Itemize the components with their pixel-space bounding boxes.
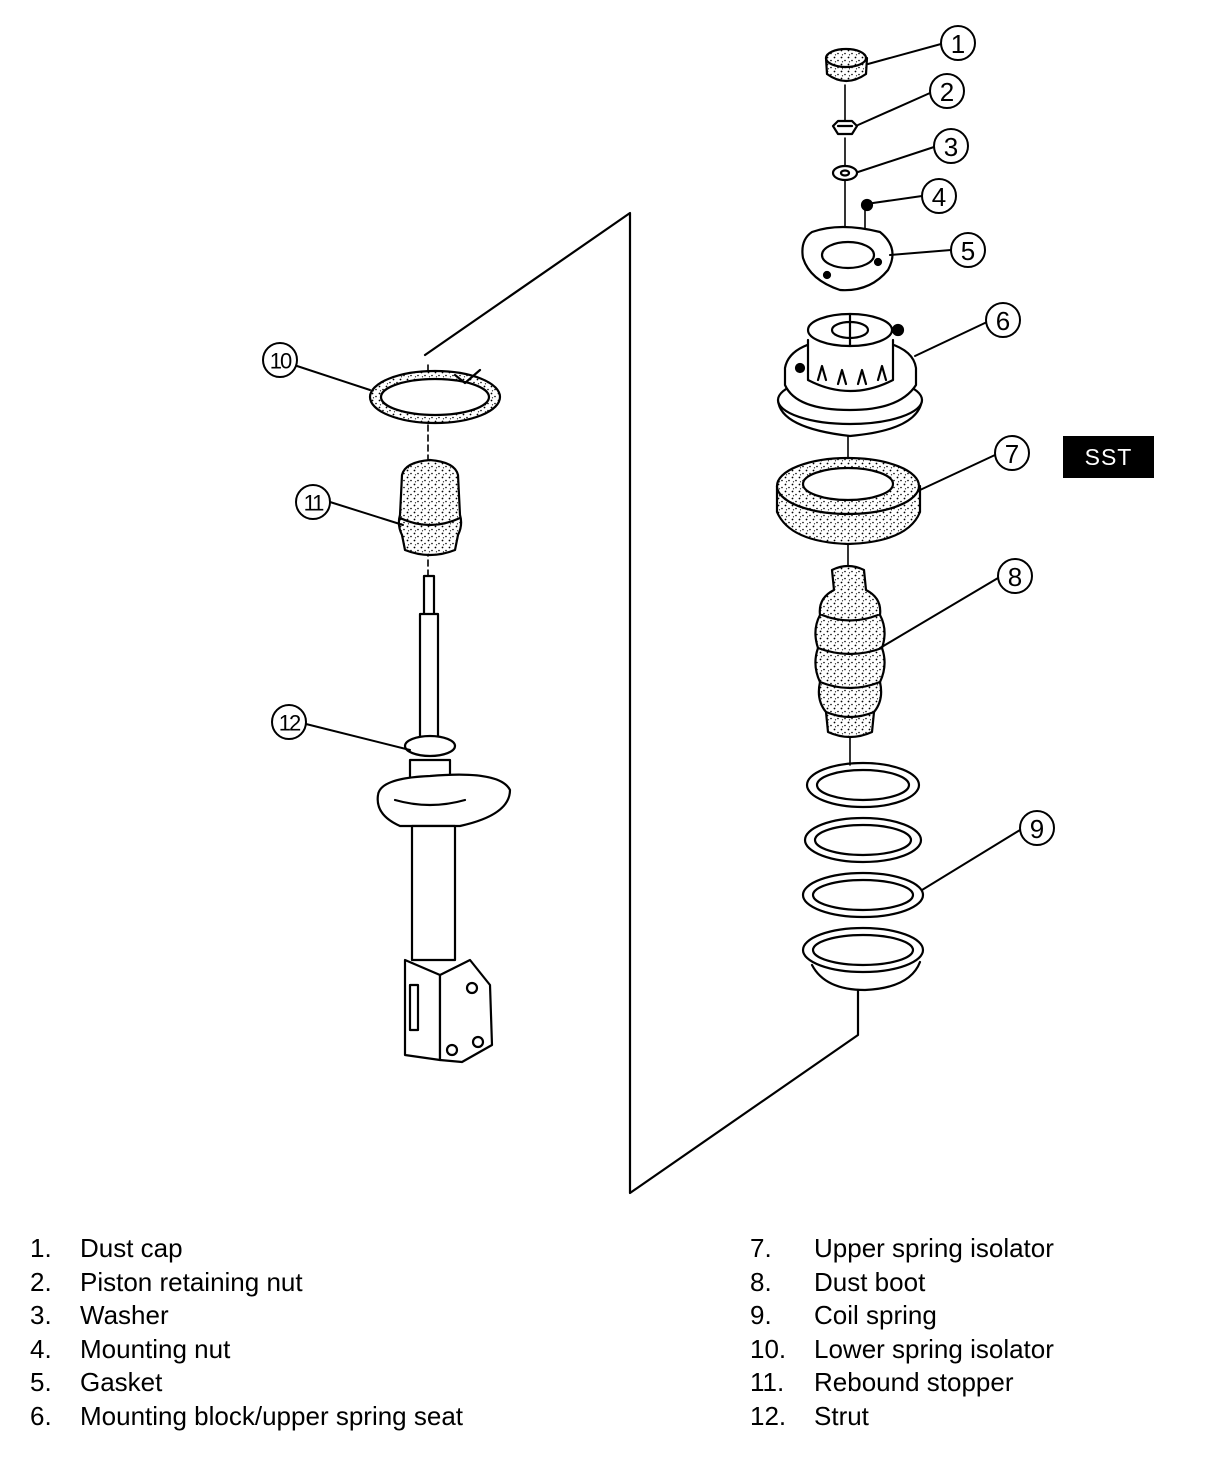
legend-item: 9. Coil spring xyxy=(750,1299,1190,1333)
legend-label: Strut xyxy=(814,1400,869,1431)
legend-number: 4. xyxy=(30,1333,52,1364)
legend-item: 5. Gasket xyxy=(30,1366,630,1400)
coil-spring-part xyxy=(801,761,925,992)
legend-number: 10. xyxy=(750,1333,787,1364)
legend-number: 8. xyxy=(750,1266,772,1297)
callout-1: 1 xyxy=(951,29,965,59)
legend-item: 2. Piston retaining nut xyxy=(30,1266,630,1300)
legend-number: 11. xyxy=(750,1367,785,1398)
legend-label: Dust cap xyxy=(80,1233,183,1263)
upper-spring-isolator-part xyxy=(775,456,922,546)
callout-leaders xyxy=(296,43,1021,891)
callout-6: 6 xyxy=(996,306,1010,336)
legend-item: 6. Mounting block/upper spring seat xyxy=(30,1400,630,1434)
legend-label: Lower spring isolator xyxy=(814,1333,1054,1364)
mounting-nut-part xyxy=(860,198,874,231)
legend-label: Mounting block/upper spring seat xyxy=(80,1400,464,1431)
rebound-stopper-part xyxy=(397,458,463,557)
washer-part xyxy=(831,164,859,182)
legend-right: 7. Upper spring isolator 8. Dust boot 9. Co… xyxy=(750,1232,1190,1434)
callout-4: 4 xyxy=(932,182,946,212)
strut-part xyxy=(376,574,512,1064)
lower-spring-isolator-part xyxy=(368,368,502,425)
legend-item: 4. Mounting nut xyxy=(30,1333,630,1367)
callout-11: 11 xyxy=(304,491,325,516)
callout-circles xyxy=(262,25,1055,846)
assembly-link-lines xyxy=(423,211,860,1195)
legend-number: 2. xyxy=(30,1266,52,1297)
legend-item: 8. Dust boot xyxy=(750,1266,1190,1300)
legend-label: Mounting nut xyxy=(80,1333,231,1364)
legend-label: Rebound stopper xyxy=(814,1367,1014,1398)
gasket-part xyxy=(801,225,894,292)
legend-number: 5. xyxy=(30,1367,52,1398)
legend-label: Washer xyxy=(80,1300,169,1331)
legend-label: Piston retaining nut xyxy=(80,1266,303,1297)
legend-label: Dust boot xyxy=(814,1266,926,1297)
legend-item: 7. Upper spring isolator xyxy=(750,1232,1190,1266)
callout-7: 7 xyxy=(1005,439,1019,469)
legend-item: 12. Strut xyxy=(750,1400,1190,1434)
legend-number: 6. xyxy=(30,1400,52,1431)
legend-item: 1. Dust cap xyxy=(30,1232,630,1266)
legend-left: 1. Dust cap 2. Piston retaining nut 3. Wash… xyxy=(30,1232,630,1434)
legend-number: 9. xyxy=(750,1300,772,1331)
sst-badge: SST xyxy=(1063,436,1154,478)
callout-2: 2 xyxy=(940,77,954,107)
callout-12: 12 xyxy=(279,711,301,736)
legend-label: Gasket xyxy=(80,1367,163,1398)
callout-3: 3 xyxy=(944,132,958,162)
piston-retaining-nut-part xyxy=(831,119,859,136)
strut-exploded-diagram: 1 2 3 4 5 6 7 8 9 10 11 12 xyxy=(262,25,1055,1195)
callout-10: 10 xyxy=(270,349,292,374)
mounting-block-part xyxy=(776,312,924,438)
legend-number: 3. xyxy=(30,1300,52,1331)
callout-8: 8 xyxy=(1008,562,1022,592)
legend-item: 3. Washer xyxy=(30,1299,630,1333)
callout-9: 9 xyxy=(1030,814,1044,844)
legend-item: 10. Lower spring isolator xyxy=(750,1333,1190,1367)
legend-item: 11. Rebound stopper xyxy=(750,1366,1190,1400)
legend-label: Upper spring isolator xyxy=(814,1233,1054,1263)
legend-number: 1. xyxy=(30,1233,52,1263)
dust-cap-part xyxy=(824,47,869,83)
callout-5: 5 xyxy=(961,236,975,266)
legend-label: Coil spring xyxy=(814,1300,937,1331)
legend-number: 12. xyxy=(750,1400,787,1431)
legend-number: 7. xyxy=(750,1233,772,1263)
dust-boot-part xyxy=(814,564,886,739)
